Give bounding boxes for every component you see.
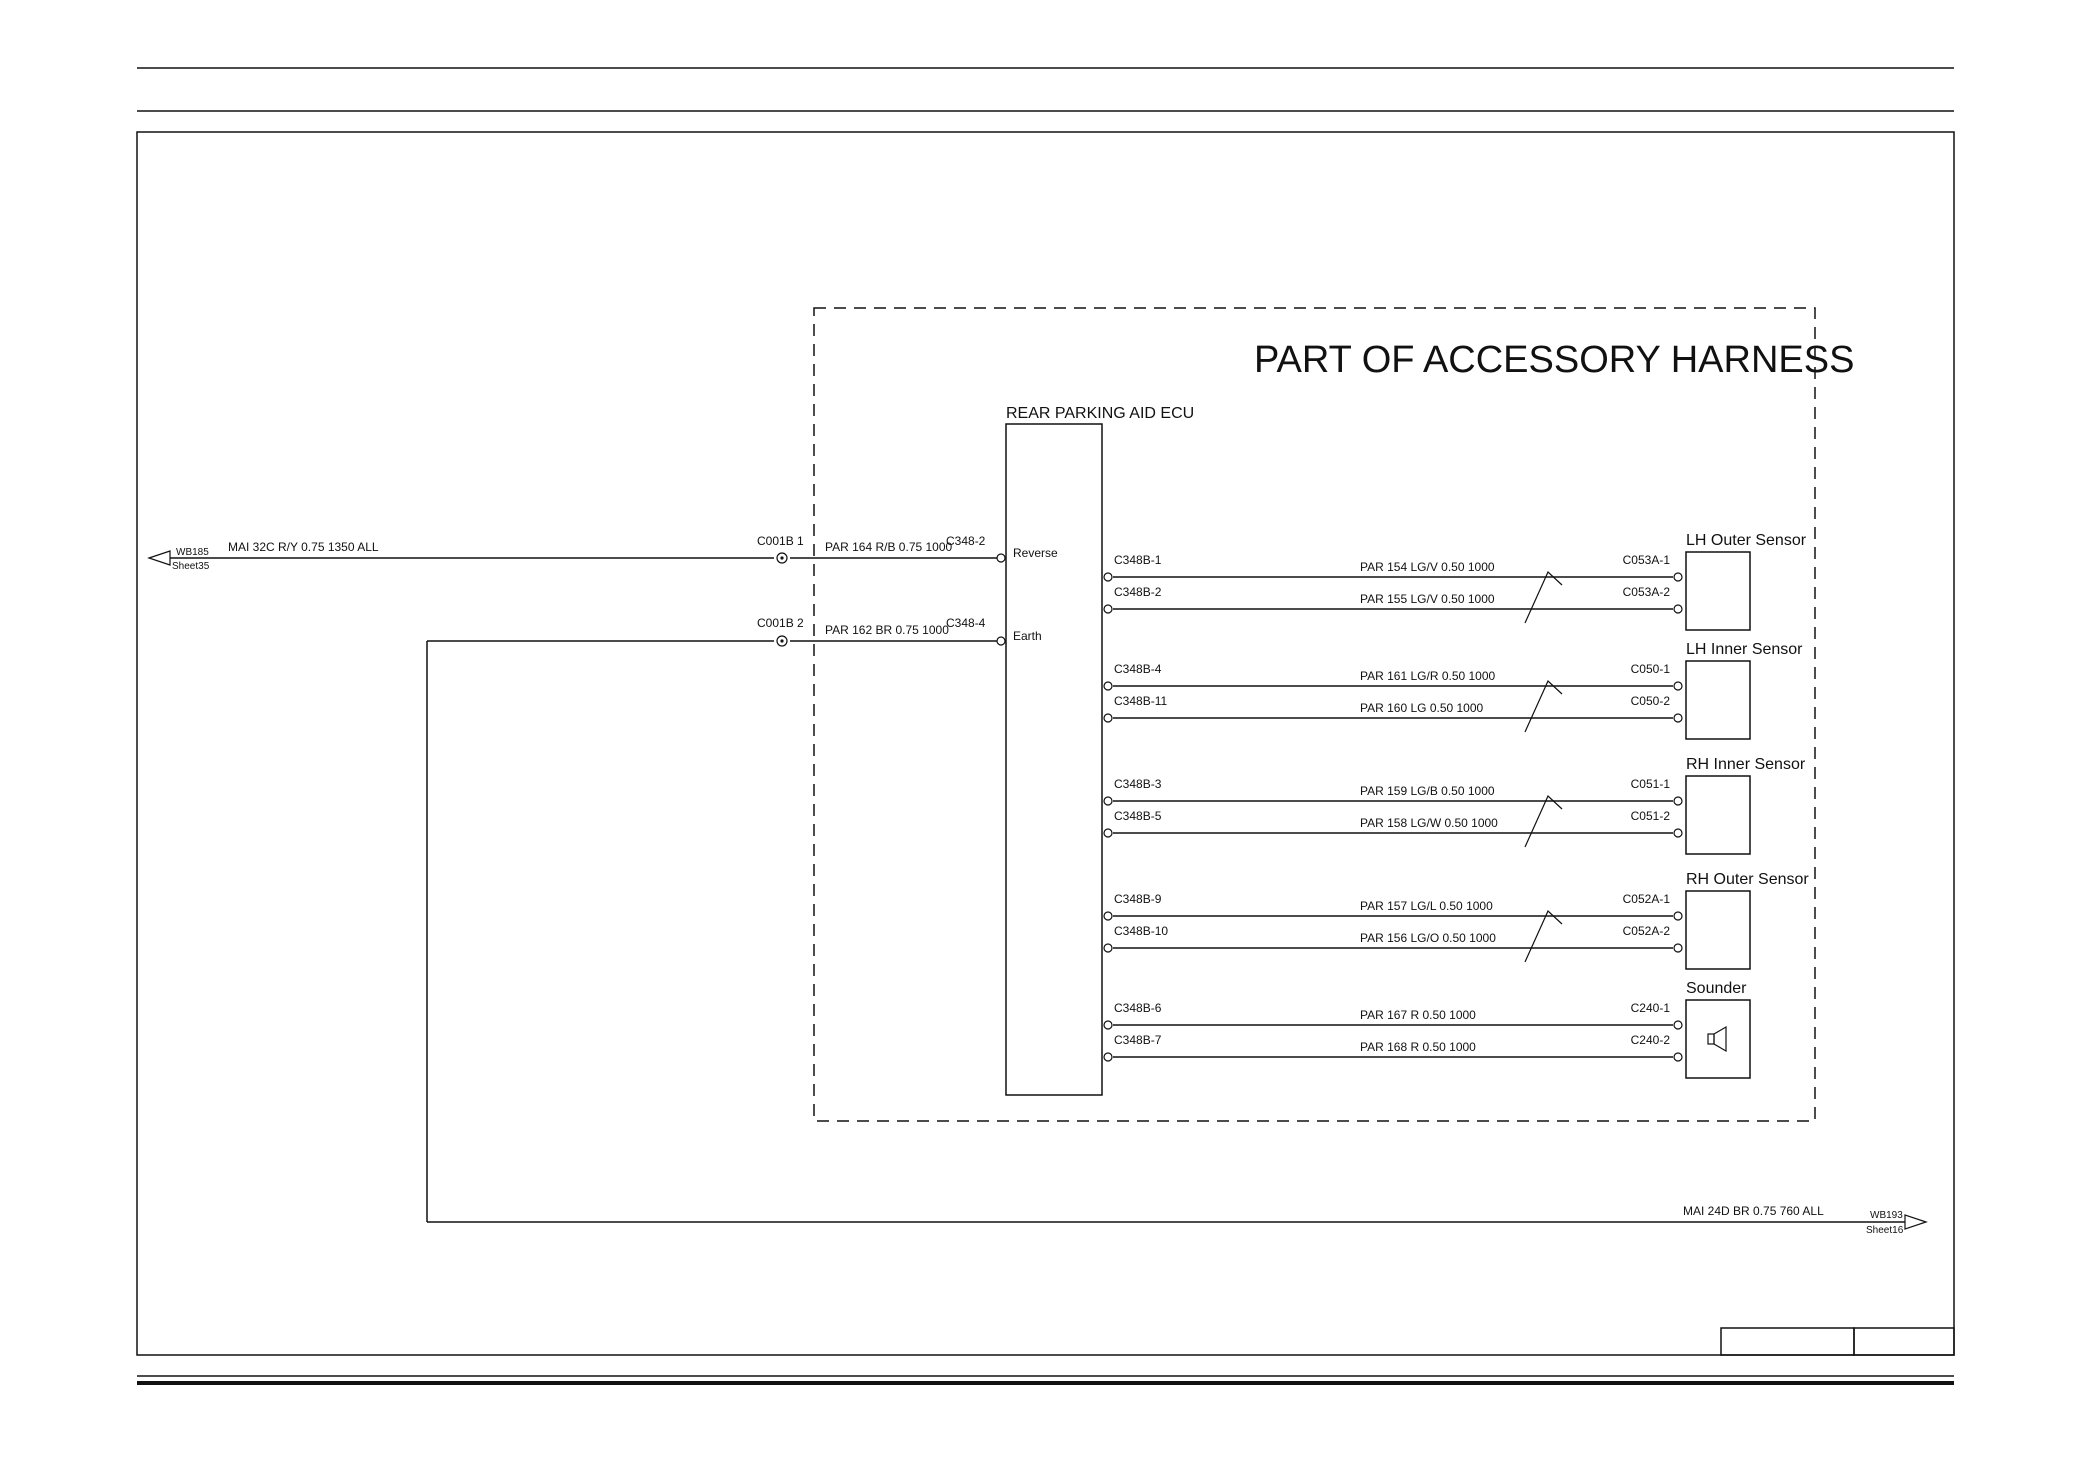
return-ref-wb193: WB193 — [1870, 1210, 1903, 1221]
rh-outer-sensor-wire-1-label: PAR 157 LG/L 0.50 1000 — [1360, 899, 1493, 913]
lh-outer-sensor-wire-1-comp-pin — [1673, 572, 1683, 582]
connector-c001b-1: C001B 1 — [757, 534, 804, 548]
sounder-box — [1685, 999, 1751, 1079]
rh-outer-sensor-wire-1-comp-pin-label: C052A-1 — [1623, 892, 1671, 906]
rh-inner-sensor-wire-1-comp-pin-label: C051-1 — [1631, 777, 1671, 791]
rh-inner-sensor-wire-1-ecu-pin — [1103, 796, 1113, 806]
sounder-wire-2-ecu-pin-label: C348B-7 — [1114, 1033, 1162, 1047]
rh-outer-sensor-wire-2-comp-pin-label: C052A-2 — [1623, 924, 1671, 938]
lh-inner-sensor-wire-2-label: PAR 160 LG 0.50 1000 — [1360, 701, 1484, 715]
rh-inner-sensor-wire-2-ecu-pin — [1103, 828, 1113, 838]
rh-outer-sensor-wire-2-ecu-pin-label: C348B-10 — [1114, 924, 1168, 938]
sounder-wire-1-ecu-pin-label: C348B-6 — [1114, 1001, 1162, 1015]
lh-outer-sensor-wire-1-label: PAR 154 LG/V 0.50 1000 — [1360, 560, 1495, 574]
lh-outer-sensor-wire-2-ecu-pin — [1103, 604, 1113, 614]
ecu-pin-c348-2: C348-2 — [946, 534, 986, 548]
sounder-wire-2-ecu-pin — [1103, 1052, 1113, 1062]
feed-wire-label-par-162: PAR 162 BR 0.75 1000 — [825, 623, 949, 637]
lh-outer-sensor-box — [1685, 551, 1751, 631]
lh-inner-sensor-box — [1685, 660, 1751, 740]
title-block-cell-2 — [1853, 1327, 1955, 1356]
ecu-pin-earth — [996, 636, 1006, 646]
lh-inner-sensor-twisted-pair-symbol — [1524, 679, 1563, 733]
lh-inner-sensor-wire-1-ecu-pin — [1103, 681, 1113, 691]
feed-wire-label-par-164: PAR 164 R/B 0.75 1000 — [825, 540, 953, 554]
off-sheet-arrow-left — [147, 550, 171, 566]
lh-outer-sensor-wire-2-comp-pin-label: C053A-2 — [1623, 585, 1671, 599]
connector-c001b-1-dot — [780, 556, 784, 560]
feed-ref-wb185: WB185 — [176, 547, 209, 558]
off-sheet-arrow-right — [1904, 1214, 1928, 1230]
sounder-wire-2-comp-pin — [1673, 1052, 1683, 1062]
sounder-wire-1-label: PAR 167 R 0.50 1000 — [1360, 1008, 1476, 1022]
lh-inner-sensor-wire-2-comp-pin — [1673, 713, 1683, 723]
rh-inner-sensor-name: RH Inner Sensor — [1686, 756, 1806, 773]
lh-outer-sensor-name: LH Outer Sensor — [1686, 532, 1807, 549]
ecu-name: REAR PARKING AID ECU — [1006, 405, 1194, 422]
rh-outer-sensor-wire-1-comp-pin — [1673, 911, 1683, 921]
ecu-pin-c348-4: C348-4 — [946, 616, 986, 630]
lh-outer-sensor-twisted-pair-symbol — [1524, 570, 1563, 624]
lh-inner-sensor-wire-2-comp-pin-label: C050-2 — [1631, 694, 1671, 708]
drawing-frame — [136, 131, 1955, 1356]
sounder-wire-2-label: PAR 168 R 0.50 1000 — [1360, 1040, 1476, 1054]
harness-title: PART OF ACCESSORY HARNESS — [1254, 339, 1854, 381]
return-wire-label: MAI 24D BR 0.75 760 ALL — [1683, 1204, 1824, 1218]
ecu-reverse-label: Reverse — [1013, 546, 1058, 560]
lh-inner-sensor-wire-2-ecu-pin — [1103, 713, 1113, 723]
rh-inner-sensor-wire-2-comp-pin-label: C051-2 — [1631, 809, 1671, 823]
lh-outer-sensor-wire-1-comp-pin-label: C053A-1 — [1623, 553, 1671, 567]
lh-inner-sensor-wire-1-label: PAR 161 LG/R 0.50 1000 — [1360, 669, 1496, 683]
rh-outer-sensor-wire-2-comp-pin — [1673, 943, 1683, 953]
lh-inner-sensor-wire-2-ecu-pin-label: C348B-11 — [1114, 694, 1167, 708]
lh-outer-sensor-wire-1-ecu-pin-label: C348B-1 — [1114, 553, 1162, 567]
return-sheet-16: Sheet16 — [1866, 1225, 1904, 1236]
lh-outer-sensor-wire-1-ecu-pin — [1103, 572, 1113, 582]
rh-outer-sensor-twisted-pair-symbol — [1524, 909, 1563, 963]
lh-inner-sensor-name: LH Inner Sensor — [1686, 641, 1803, 658]
rh-inner-sensor-wire-1-comp-pin — [1673, 796, 1683, 806]
lh-outer-sensor-wire-2-label: PAR 155 LG/V 0.50 1000 — [1360, 592, 1495, 606]
rh-outer-sensor-wire-1-ecu-pin — [1103, 911, 1113, 921]
lh-inner-sensor-wire-1-comp-pin — [1673, 681, 1683, 691]
rh-inner-sensor-wire-1-ecu-pin-label: C348B-3 — [1114, 777, 1162, 791]
ecu-earth-label: Earth — [1013, 629, 1042, 643]
rh-inner-sensor-box — [1685, 775, 1751, 855]
title-block-cell-1 — [1720, 1327, 1855, 1356]
feed-sheet-35: Sheet35 — [172, 561, 210, 572]
lh-outer-sensor-wire-2-ecu-pin-label: C348B-2 — [1114, 585, 1162, 599]
lh-inner-sensor-wire-1-ecu-pin-label: C348B-4 — [1114, 662, 1162, 676]
ecu-pin-reverse — [996, 553, 1006, 563]
rh-inner-sensor-wire-2-label: PAR 158 LG/W 0.50 1000 — [1360, 816, 1498, 830]
sounder-wire-1-comp-pin-label: C240-1 — [1631, 1001, 1671, 1015]
sounder-speaker-icon — [1707, 1033, 1715, 1045]
connector-c001b-2-dot — [780, 639, 784, 643]
rh-outer-sensor-wire-1-ecu-pin-label: C348B-9 — [1114, 892, 1162, 906]
sounder-name: Sounder — [1686, 980, 1747, 997]
sounder-speaker-cone — [1713, 1025, 1727, 1053]
sounder-wire-1-ecu-pin — [1103, 1020, 1113, 1030]
connector-c001b-2: C001B 2 — [757, 616, 804, 630]
feed-wire-label-main: MAI 32C R/Y 0.75 1350 ALL — [228, 540, 379, 554]
ecu-box — [1005, 423, 1103, 1096]
rh-inner-sensor-wire-2-comp-pin — [1673, 828, 1683, 838]
rh-inner-sensor-twisted-pair-symbol — [1524, 794, 1563, 848]
rh-outer-sensor-wire-2-label: PAR 156 LG/O 0.50 1000 — [1360, 931, 1496, 945]
lh-inner-sensor-wire-1-comp-pin-label: C050-1 — [1631, 662, 1671, 676]
rh-outer-sensor-name: RH Outer Sensor — [1686, 871, 1809, 888]
rh-outer-sensor-wire-2-ecu-pin — [1103, 943, 1113, 953]
sounder-wire-1-comp-pin — [1673, 1020, 1683, 1030]
sounder-wire-2-comp-pin-label: C240-2 — [1631, 1033, 1671, 1047]
rh-inner-sensor-wire-2-ecu-pin-label: C348B-5 — [1114, 809, 1162, 823]
accessory-harness-boundary — [813, 307, 1816, 1122]
rh-outer-sensor-box — [1685, 890, 1751, 970]
rh-inner-sensor-wire-1-label: PAR 159 LG/B 0.50 1000 — [1360, 784, 1495, 798]
lh-outer-sensor-wire-2-comp-pin — [1673, 604, 1683, 614]
